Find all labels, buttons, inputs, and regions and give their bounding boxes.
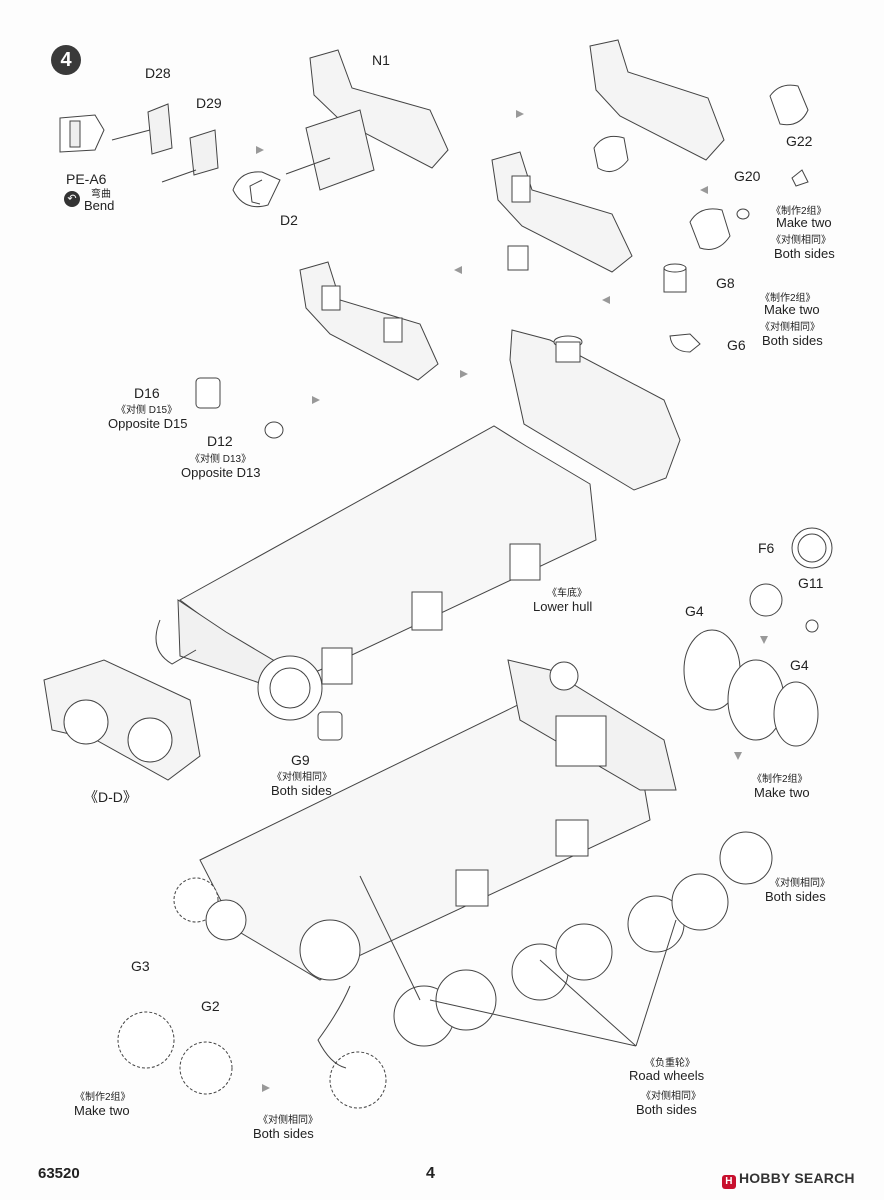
make-two-cn-1: 《制作2组》 [771, 206, 827, 217]
part-label-g9: G9 [291, 752, 310, 768]
both-sides-cn-2: 《对侧相同》 [760, 322, 820, 333]
part-label-g4-b: G4 [790, 657, 809, 673]
part-label-pe-a6: PE-A6 [66, 171, 107, 187]
part-label-n1: N1 [372, 52, 390, 68]
both-sides-en-3: Both sides [271, 783, 332, 798]
road-wheels-cn: 《负重轮》 [645, 1058, 695, 1069]
part-label-d16: D16 [134, 385, 160, 401]
lower-hull-cn: 《车底》 [547, 588, 587, 599]
page-number: 4 [426, 1165, 435, 1182]
part-label-g3: G3 [131, 958, 150, 974]
part-label-g2: G2 [201, 998, 220, 1014]
lower-hull-en: Lower hull [533, 599, 593, 614]
make-two-cn-3: 《制作2组》 [752, 774, 808, 785]
part-label-d2: D2 [280, 212, 298, 228]
opposite-d13-cn: 《对侧 D13》 [190, 454, 252, 465]
hobby-search-logo-icon: H [722, 1175, 736, 1189]
both-sides-cn-6: 《对侧相同》 [258, 1115, 318, 1126]
part-label-g22: G22 [786, 133, 813, 149]
part-label-g6: G6 [727, 337, 746, 353]
part-label-g8: G8 [716, 275, 735, 291]
both-sides-en-6: Both sides [253, 1126, 314, 1141]
part-label-d12: D12 [207, 433, 233, 449]
both-sides-cn-3: 《对侧相同》 [272, 772, 332, 783]
make-two-en-4: Make two [74, 1103, 130, 1118]
step-number-badge: 4 [51, 45, 81, 75]
part-label-f6: F6 [758, 540, 775, 556]
watermark-text: HOBBY SEARCH [739, 1170, 855, 1186]
part-label-d29: D29 [196, 95, 222, 111]
both-sides-cn-1: 《对侧相同》 [771, 235, 831, 246]
bend-icon: ↶ [64, 191, 80, 207]
both-sides-cn-5: 《对侧相同》 [641, 1091, 701, 1102]
product-code: 63520 [38, 1165, 80, 1182]
opposite-d13-en: Opposite D13 [181, 465, 261, 480]
bend-label-en: Bend [84, 198, 115, 213]
part-label-g11: G11 [798, 575, 824, 591]
make-two-cn-2: 《制作2组》 [760, 293, 816, 304]
make-two-cn-4: 《制作2组》 [75, 1092, 131, 1103]
part-label-g20: G20 [734, 168, 761, 184]
part-label-dd: 《D-D》 [84, 789, 137, 805]
road-wheels-en: Road wheels [629, 1068, 705, 1083]
part-label-d28: D28 [145, 65, 171, 81]
opposite-d15-en: Opposite D15 [108, 416, 188, 431]
opposite-d15-cn: 《对侧 D15》 [116, 405, 178, 416]
both-sides-en-1: Both sides [774, 246, 835, 261]
both-sides-en-2: Both sides [762, 333, 823, 348]
both-sides-en-5: Both sides [636, 1102, 697, 1117]
both-sides-cn-4: 《对侧相同》 [770, 878, 830, 889]
make-two-en-3: Make two [754, 785, 810, 800]
both-sides-en-4: Both sides [765, 889, 826, 904]
make-two-en-1: Make two [776, 215, 832, 230]
make-two-en-2: Make two [764, 302, 820, 317]
bend-label-cn: 弯曲 [91, 189, 111, 200]
part-label-g4-a: G4 [685, 603, 704, 619]
